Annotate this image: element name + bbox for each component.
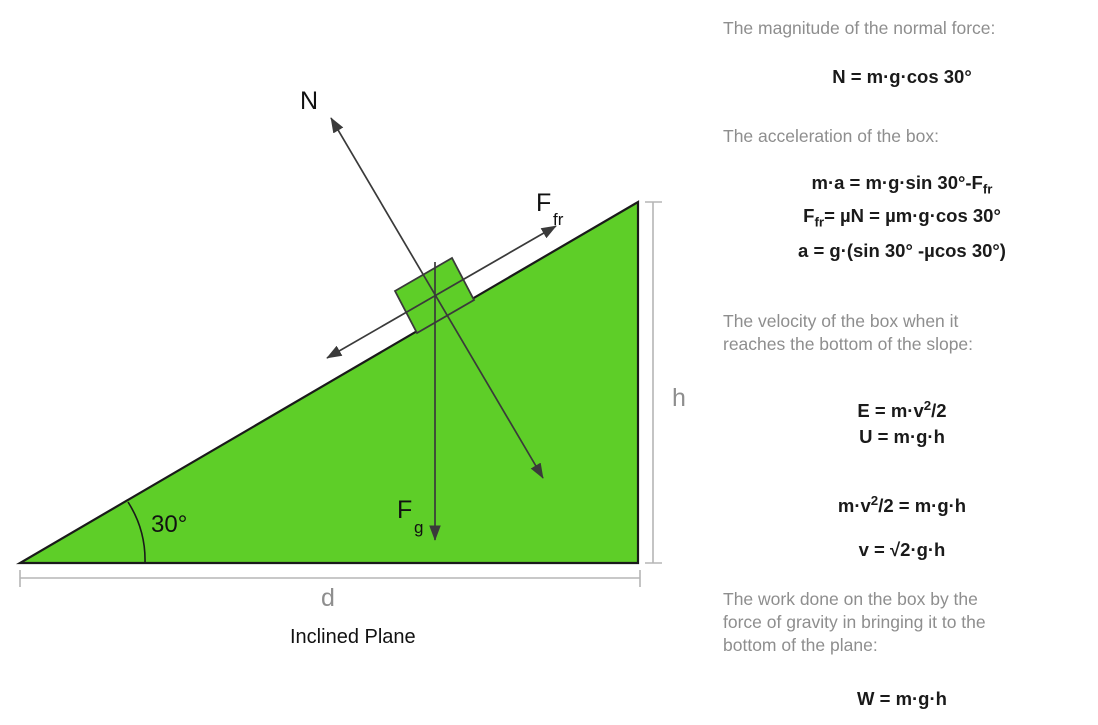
angle-label: 30° [151, 511, 187, 538]
inclined-plane-triangle [15, 200, 640, 565]
formula-work-result: W = m·g·h [857, 688, 947, 709]
friction-force-label: F fr [536, 189, 564, 229]
formula-kinetic-energy: E = m·v2/2 [857, 398, 947, 422]
formula-potential-energy: U = m·g·h [859, 426, 945, 448]
angle-arc [127, 501, 146, 564]
formula-friction-definition: Ffr= µN = µm·g·cos 30° [803, 204, 1001, 230]
base-label: d [321, 584, 335, 612]
note-prose-velocity: The velocity of the box when it reaches … [723, 311, 974, 354]
formula-velocity-result: v = √2·g·h [858, 539, 946, 560]
derivation-notes-panel: The magnitude of the normal force: N = m… [706, 0, 1098, 725]
formula-normal-force: N = m·g·cos 30° [832, 66, 972, 87]
note-prose-acceleration: The acceleration of the box: [723, 126, 939, 146]
normal-force-arrow [330, 117, 544, 479]
note-prose-normal-force: The magnitude of the normal force: [723, 18, 996, 38]
svg-text:F: F [536, 189, 551, 217]
svg-text:F: F [397, 496, 412, 524]
height-dimension: h [645, 201, 686, 564]
formula-acceleration-result: a = g·(sin 30° -µcos 30°) [798, 240, 1006, 261]
formula-group-acceleration: m·a = m·g·sin 30°-Ffr Ffr= µN = µm·g·cos… [706, 170, 1098, 235]
base-dimension: d [19, 570, 641, 612]
normal-force-label: N [300, 87, 318, 115]
formula-group-energy: E = m·v2/2 U = m·g·h [706, 393, 1098, 450]
diagram-caption: Inclined Plane [290, 626, 416, 648]
inclined-plane-diagram: 30° N F fr F g h [15, 87, 686, 648]
gravity-force-label: F g [397, 496, 423, 537]
formula-energy-equality: m·v2/2 = m·g·h [837, 493, 967, 517]
formula-energy-equality-group: m·v2/2 = m·g·h [706, 488, 1098, 519]
svg-text:fr: fr [553, 210, 564, 229]
diagram-canvas: 30° N F fr F g h [15, 87, 686, 648]
note-prose-work: The work done on the box by the force of… [723, 589, 986, 655]
formula-newton-second-law: m·a = m·g·sin 30°-Ffr [811, 172, 993, 197]
height-label: h [672, 384, 686, 412]
svg-text:g: g [414, 518, 423, 537]
